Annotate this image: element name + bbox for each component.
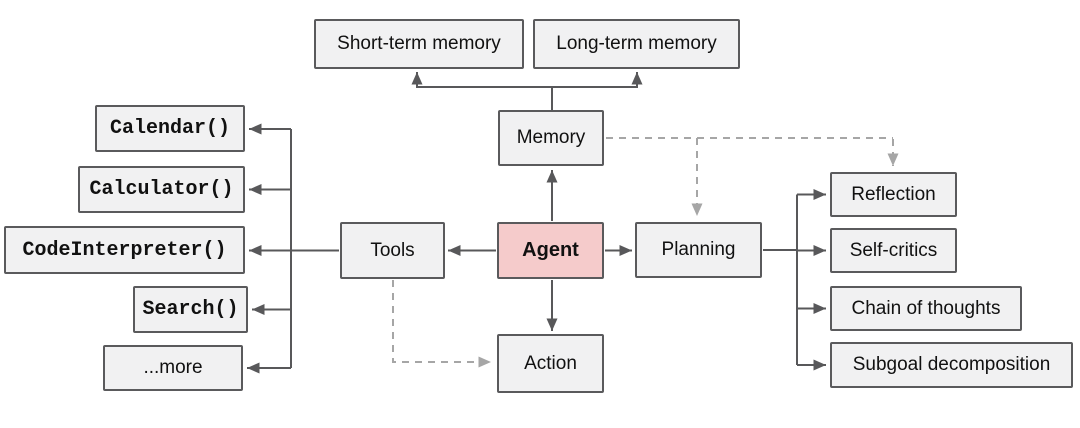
node-long-term-memory: Long-term memory [533, 19, 740, 69]
node-more: ...more [103, 345, 243, 391]
node-agent: Agent [497, 222, 604, 279]
dashed-connectors [392, 137, 899, 368]
dashed-tools-to-action [392, 280, 491, 368]
node-subgoal-decomposition: Subgoal decomposition [830, 342, 1073, 388]
edge-memory-tee [416, 86, 638, 110]
node-short-term-memory: Short-term memory [314, 19, 524, 69]
solid-connectors [247, 72, 826, 374]
node-reflection: Reflection [830, 172, 957, 217]
node-calendar: Calendar() [95, 105, 245, 152]
node-action: Action [497, 334, 604, 393]
node-tools: Tools [340, 222, 445, 279]
node-memory: Memory [498, 110, 604, 166]
node-code-interpreter: CodeInterpreter() [4, 226, 245, 274]
node-search: Search() [133, 286, 248, 333]
node-calculator: Calculator() [78, 166, 245, 213]
node-planning: Planning [635, 222, 762, 278]
node-chain-of-thoughts: Chain of thoughts [830, 286, 1022, 331]
node-self-critics: Self-critics [830, 228, 957, 273]
